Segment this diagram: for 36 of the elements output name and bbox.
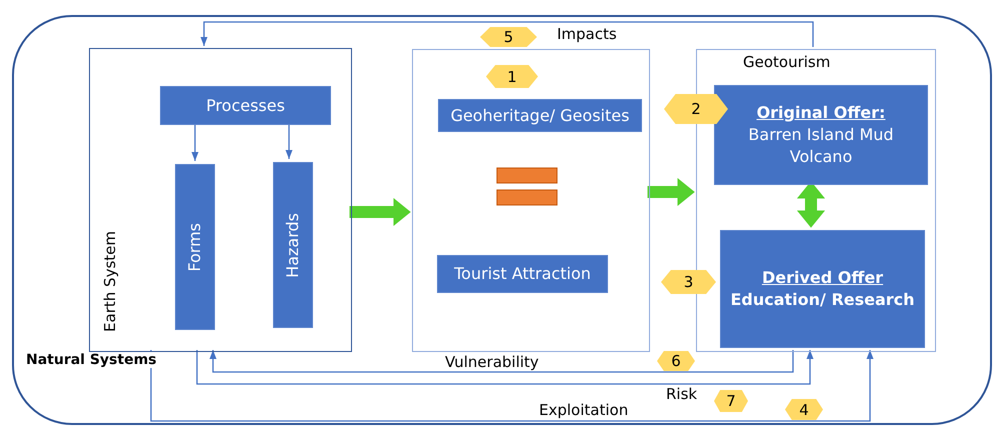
number-badge: 2 — [664, 94, 728, 124]
group-title: Natural Systems — [24, 352, 158, 368]
number-badge: 4 — [785, 399, 823, 420]
box-label: Hazards — [282, 212, 303, 278]
number-badge: 3 — [661, 270, 716, 294]
process-box — [714, 85, 928, 185]
box-label: Forms — [184, 222, 205, 272]
box-label: Geoheritage/ Geosites — [450, 104, 630, 126]
number-badge: 1 — [486, 65, 538, 88]
number-badge: 7 — [714, 390, 748, 412]
arrow — [210, 350, 794, 373]
arrow — [200, 21, 814, 47]
edge-label: Impacts — [555, 26, 619, 43]
box-label: Original Offer: — [756, 102, 886, 124]
arrow — [196, 350, 814, 385]
box-label: Education/ Research — [729, 289, 916, 311]
arrow — [150, 350, 874, 422]
box-label: Derived Offer — [760, 267, 884, 289]
block-arrow — [648, 178, 695, 206]
process-box — [437, 255, 608, 293]
outer-frame — [12, 15, 992, 425]
group-box — [412, 49, 650, 352]
edge-label: Vulnerability — [443, 354, 541, 371]
box-label: Barren Island Mud Volcano — [747, 124, 895, 168]
process-box — [438, 99, 642, 132]
process-box — [273, 162, 313, 328]
number-badge: 5 — [480, 27, 537, 47]
system-box — [89, 48, 352, 352]
process-box — [175, 164, 215, 330]
number-badge: 6 — [657, 351, 695, 371]
box-label: Tourist Attraction — [453, 263, 592, 285]
block-arrow — [350, 198, 411, 226]
group-title: Earth System — [101, 231, 119, 332]
process-box — [720, 230, 925, 348]
process-box — [160, 86, 331, 125]
box-label: Processes — [205, 94, 286, 116]
